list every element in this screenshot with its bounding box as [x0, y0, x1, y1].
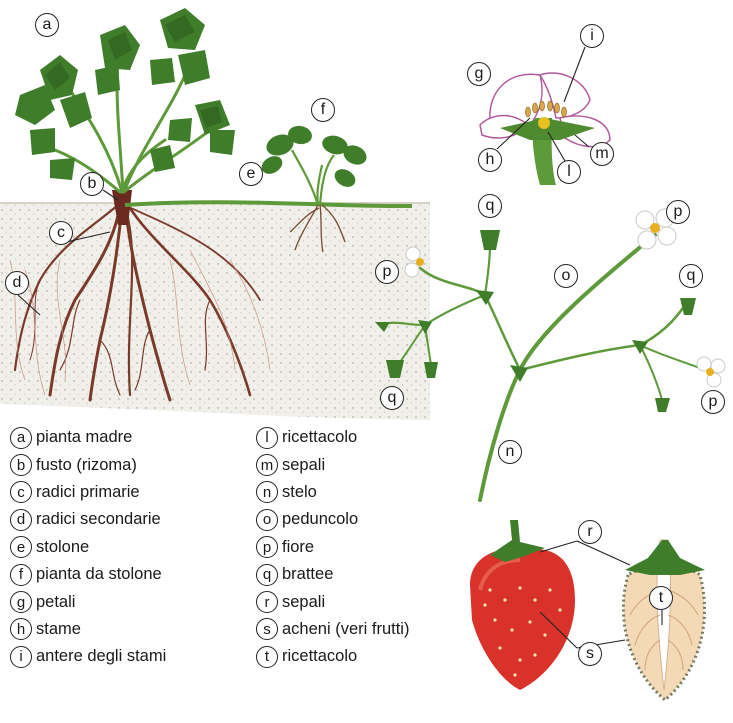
callout-c: c	[49, 221, 73, 245]
legend-key: i	[10, 646, 32, 668]
legend-key: r	[256, 591, 278, 613]
callout-p-3: p	[701, 390, 725, 414]
legend-text: fusto (rizoma)	[36, 456, 137, 475]
strawberry-section	[623, 540, 705, 700]
callout-q-3: q	[380, 386, 404, 410]
legend-text: ricettacolo	[282, 647, 357, 666]
legend-text: brattee	[282, 565, 333, 584]
callout-g: g	[467, 62, 491, 86]
legend-text: sepali	[282, 456, 325, 475]
callout-r: r	[578, 520, 602, 544]
legend-key: h	[10, 618, 32, 640]
legend-key: f	[10, 564, 32, 586]
legend-text: pianta madre	[36, 428, 132, 447]
legend-text: ricettacolo	[282, 428, 357, 447]
legend-key: s	[256, 618, 278, 640]
legend-key: a	[10, 427, 32, 449]
legend-text: petali	[36, 593, 75, 612]
legend-key: p	[256, 536, 278, 558]
callout-t: t	[649, 586, 673, 610]
legend-key: c	[10, 481, 32, 503]
legend-text: antere degli stami	[36, 647, 166, 666]
callout-o: o	[554, 264, 578, 288]
legend-key: t	[256, 646, 278, 668]
legend-text: acheni (veri frutti)	[282, 620, 409, 639]
callout-q-1: q	[478, 194, 502, 218]
callout-q-2: q	[679, 264, 703, 288]
legend-key: n	[256, 481, 278, 503]
callout-a: a	[35, 13, 59, 37]
callout-p-2: p	[666, 200, 690, 224]
callout-s: s	[578, 642, 602, 666]
callout-d: d	[5, 271, 29, 295]
legend-text: sepali	[282, 593, 325, 612]
legend-text: stelo	[282, 483, 317, 502]
callout-l: l	[557, 160, 581, 184]
legend-key: l	[256, 427, 278, 449]
legend-key: q	[256, 564, 278, 586]
legend-text: radici primarie	[36, 483, 140, 502]
legend-key: o	[256, 509, 278, 531]
legend-text: pianta da stolone	[36, 565, 162, 584]
callout-i: i	[580, 24, 604, 48]
callout-h: h	[478, 148, 502, 172]
legend-key: e	[10, 536, 32, 558]
callout-e: e	[239, 162, 263, 186]
legend-key: m	[256, 454, 278, 476]
legend-key: b	[10, 454, 32, 476]
callout-n: n	[498, 440, 522, 464]
legend-key: d	[10, 509, 32, 531]
legend-text: radici secondarie	[36, 510, 161, 529]
callout-f: f	[311, 98, 335, 122]
legend-text: peduncolo	[282, 510, 358, 529]
flower-section	[480, 73, 610, 185]
legend-text: stame	[36, 620, 81, 639]
legend-text: fiore	[282, 538, 314, 557]
callout-p-1: p	[375, 260, 399, 284]
callout-b: b	[80, 172, 104, 196]
strawberry-fruit	[470, 520, 575, 690]
callout-m: m	[590, 142, 614, 166]
legend-key: g	[10, 591, 32, 613]
legend-text: stolone	[36, 538, 89, 557]
